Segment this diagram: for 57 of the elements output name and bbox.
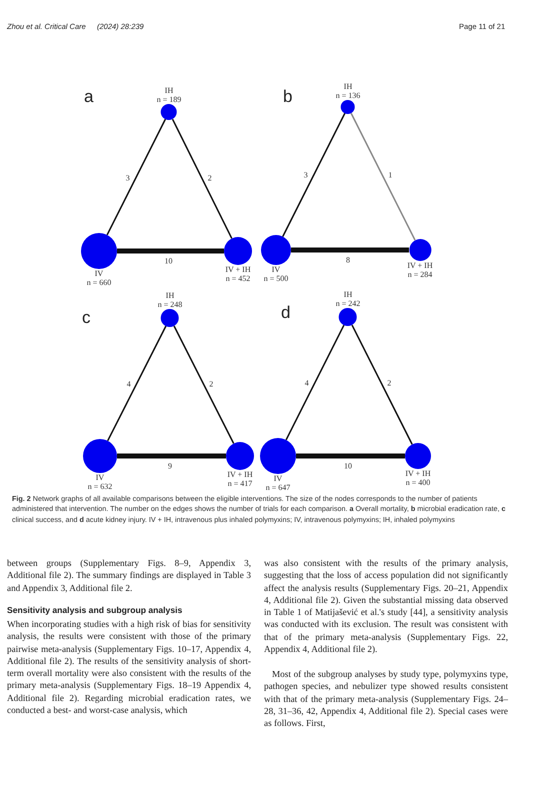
edge-line	[296, 454, 405, 458]
treatment-label: IH	[166, 291, 174, 300]
sample-size-label: n = 242	[336, 299, 360, 308]
sample-size-label: n = 189	[156, 95, 182, 104]
treatment-label: IV	[96, 473, 104, 482]
edge-line	[107, 326, 167, 442]
edge-label: 1	[387, 170, 394, 180]
panel-letter: a	[84, 88, 94, 106]
edge-label: 2	[208, 379, 214, 388]
edge-label: 9	[167, 462, 173, 470]
panel-letter: c	[82, 309, 90, 327]
treatment-label: IV	[274, 474, 282, 483]
treatment-label: IV	[272, 265, 280, 274]
paragraph: When incorporating studies with a high risk of bias for sensitivity analysis, the results were consistent with those of the primary pairwise meta-analysis (Supplementary Figs. 10–17, Appendix 4, Additional file 2). The results of the sensitivity analysis of short-term overall mortality were also consistent with the results of the primary meta-analysis (Supplementary Figs. 18–19 Appendix 4, Additional file 2). Regarding microbial eradication rates, we conducted a best- and worst-case analysis, which	[7, 618, 251, 716]
edge-line	[351, 324, 413, 445]
sample-size-label: n = 248	[158, 300, 182, 309]
edge-line	[117, 248, 224, 254]
sample-size-label: n = 417	[228, 479, 252, 488]
treatment-label: IH	[344, 290, 352, 299]
paragraph: was also consistent with the results of the primary analysis, suggesting that the loss of access population did not significantly affect the analysis results (Supplementary Figs. 20–21, Appendix 4, Additional file 2). Given the substantial missing data observed in Table 1 of Matijašević et al.'s study [44], a sensitivity analysis was conducted with its exclusion. The result was consistent with that of the primary meta-analysis (Supplementary Figs. 22, Appendix 4, Additional file 2).	[264, 557, 508, 656]
sample-size-label: n = 400	[406, 478, 430, 487]
sample-size-label: n = 632	[88, 482, 112, 491]
treatment-label: IV + IH	[227, 470, 253, 479]
treatment-label: IH	[164, 86, 174, 95]
sample-size-label: n = 452	[226, 274, 250, 283]
sample-size-label: n = 284	[408, 270, 432, 279]
treatment-label: IH	[344, 82, 352, 91]
treatment-label: IV + IH	[407, 261, 433, 270]
edge-line	[285, 324, 345, 440]
edge-line	[106, 118, 166, 236]
treatment-label: IV	[94, 269, 104, 278]
edge-label: 2	[386, 378, 392, 388]
edge-line	[172, 118, 232, 239]
edge-label: 2	[206, 174, 213, 183]
sample-size-label: n = 500	[264, 274, 288, 283]
edge-label: 10	[343, 462, 353, 470]
section-heading: Sensitivity analysis and subgroup analysis	[7, 605, 184, 616]
paragraph: between groups (Supplementary Figs. 8–9, Appendix 3, Additional file 2). The summary findings are displayed in Table 3 and Appendix 3, Additional file 2.	[7, 557, 251, 594]
edge-line	[350, 112, 416, 241]
edge-label: 4	[304, 378, 310, 388]
treatment-label: IV + IH	[225, 265, 251, 274]
edge-line	[173, 326, 234, 444]
edge-line	[117, 454, 226, 458]
edge-label: 10	[164, 256, 174, 266]
edge-label: 3	[124, 174, 131, 183]
paragraph: Most of the subgroup analyses by study type, polymyxins type, pathogen species, and nebulizer type showed results consistent with that of the primary meta-analysis (Supplementary Figs. 24–28, 31–36, 42, Appendix 4, Additional file 2). Special cases were as follows. First,	[264, 668, 508, 730]
treatment-label: IV + IH	[405, 469, 431, 478]
edge-line	[291, 248, 409, 252]
sample-size-label: n = 660	[86, 278, 112, 287]
edge-label: 4	[126, 379, 132, 388]
panel-letter: b	[283, 88, 292, 106]
sample-size-label: n = 136	[336, 91, 360, 100]
edge-label: 3	[302, 170, 309, 180]
edge-line	[282, 112, 346, 237]
sample-size-label: n = 647	[266, 483, 290, 492]
panel-letter: d	[281, 304, 290, 322]
edge-label: 8	[345, 256, 351, 264]
